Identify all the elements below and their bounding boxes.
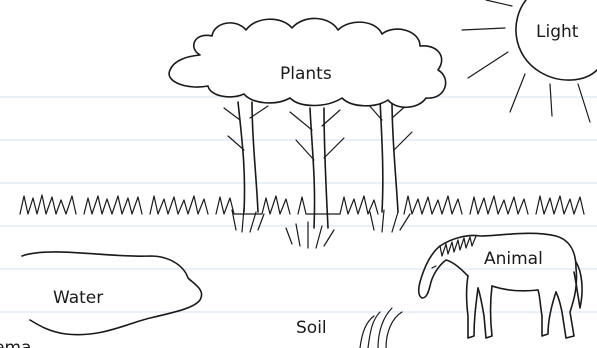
- tree-trunks: [224, 100, 412, 228]
- tree-canopy-cloud: [169, 18, 446, 107]
- label-soil: Soil: [296, 318, 327, 338]
- grass-tuft-bottom: [360, 308, 402, 348]
- sun-drawing: [462, 0, 597, 122]
- label-plants: Plants: [280, 64, 332, 84]
- water-puddle: [22, 252, 202, 335]
- label-light: Light: [536, 22, 579, 42]
- label-cut-off: ema: [0, 338, 31, 348]
- grass-line: [20, 195, 584, 248]
- label-animal: Animal: [484, 249, 543, 269]
- label-water: Water: [53, 288, 103, 308]
